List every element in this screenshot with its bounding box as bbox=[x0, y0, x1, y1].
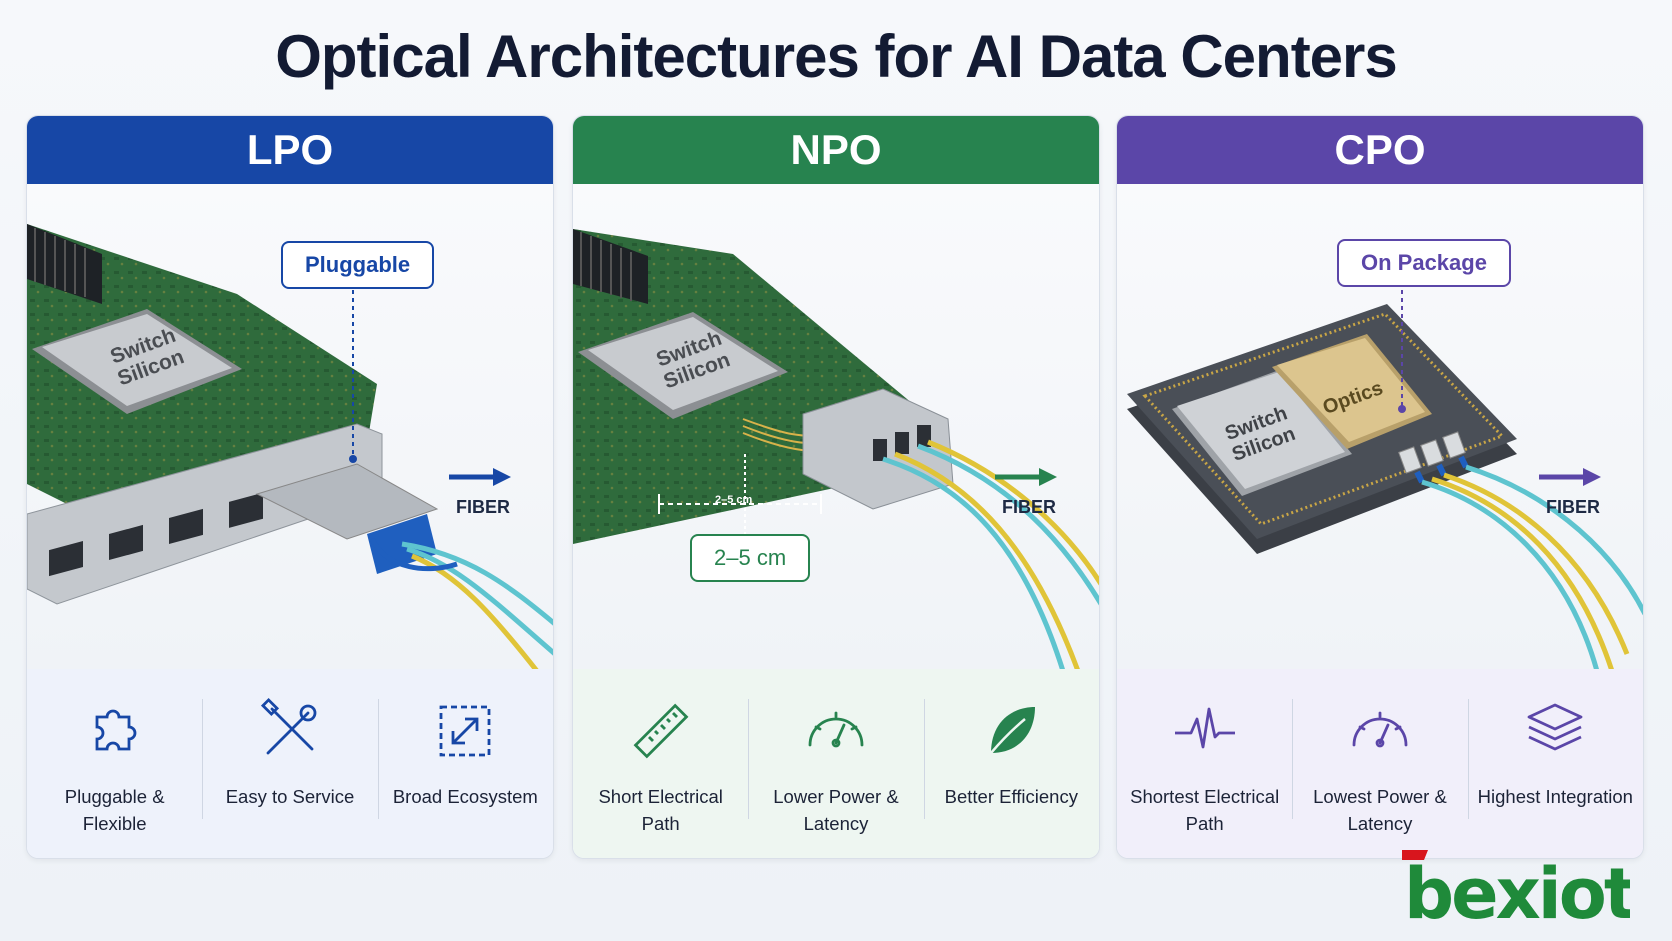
feature-lower-power-latency: Lower Power & Latency bbox=[748, 669, 923, 858]
ruler-icon bbox=[633, 703, 689, 759]
feature-label: Highest Integration bbox=[1477, 786, 1633, 807]
cpo-illustration: On Package Switch Silicon Optics FIBER bbox=[1117, 184, 1643, 671]
feature-label: Lowest Power & Latency bbox=[1313, 786, 1447, 834]
pluggable-callout: Pluggable bbox=[281, 241, 435, 289]
npo-panel: NPO bbox=[572, 115, 1100, 859]
feature-pluggable-flexible: Pluggable & Flexible bbox=[27, 669, 202, 858]
lpo-features: Pluggable & Flexible Easy to Service bbox=[27, 669, 553, 858]
feature-broad-ecosystem: Broad Ecosystem bbox=[377, 669, 553, 858]
layers-icon bbox=[1527, 703, 1583, 751]
cpo-package-graphic bbox=[1127, 282, 1643, 671]
cpo-panel: CPO bbox=[1116, 115, 1644, 859]
logo-text: bexiot bbox=[1404, 853, 1630, 928]
feature-label: Lower Power & Latency bbox=[773, 786, 899, 834]
lpo-illustration: Pluggable Switch Silicon FIBER bbox=[27, 184, 553, 671]
npo-illustration: Switch Silicon 2–5 cm 2–5 cm FIBER bbox=[573, 184, 1099, 671]
gauge-icon bbox=[1352, 711, 1408, 748]
cpo-features: Shortest Electrical Path Lowest Power & … bbox=[1117, 669, 1643, 858]
npo-features: Short Electrical Path Lower Power & Late… bbox=[573, 669, 1099, 858]
feature-highest-integration: Highest Integration bbox=[1467, 669, 1643, 858]
puzzle-icon bbox=[95, 709, 137, 751]
fiber-label: FIBER bbox=[456, 497, 510, 517]
feature-better-efficiency: Better Efficiency bbox=[923, 669, 1099, 858]
page-title: Optical Architectures for AI Data Center… bbox=[275, 23, 1398, 90]
gauge-icon bbox=[808, 711, 864, 748]
feature-label: Easy to Service bbox=[225, 786, 355, 807]
distance-overlay-label: 2–5 cm bbox=[715, 494, 753, 506]
pulse-icon bbox=[1174, 707, 1235, 749]
feature-shortest-electrical-path: Shortest Electrical Path bbox=[1117, 669, 1292, 858]
feature-label: Pluggable & Flexible bbox=[64, 786, 165, 834]
feature-label: Better Efficiency bbox=[944, 786, 1078, 807]
cpo-header: CPO bbox=[1117, 116, 1643, 184]
feature-short-electrical-path: Short Electrical Path bbox=[573, 669, 748, 858]
feature-lowest-power-latency: Lowest Power & Latency bbox=[1292, 669, 1467, 858]
lpo-board-graphic bbox=[27, 224, 553, 671]
feature-label: Shortest Electrical Path bbox=[1130, 786, 1280, 834]
fiber-label: FIBER bbox=[1546, 497, 1600, 517]
bexiot-logo: bexiot bbox=[1402, 850, 1630, 928]
fiber-label: FIBER bbox=[1002, 497, 1056, 517]
lpo-header: LPO bbox=[27, 116, 553, 184]
npo-header: NPO bbox=[573, 116, 1099, 184]
feature-label: Short Electrical Path bbox=[598, 786, 723, 834]
on-package-callout: On Package bbox=[1337, 239, 1511, 287]
leaf-icon bbox=[990, 707, 1036, 754]
distance-callout: 2–5 cm bbox=[690, 534, 811, 582]
expand-arrows-icon bbox=[439, 705, 491, 757]
npo-board-graphic bbox=[573, 229, 1099, 671]
feature-easy-to-service: Easy to Service bbox=[202, 669, 377, 858]
lpo-panel: LPO bbox=[26, 115, 554, 859]
tools-icon bbox=[260, 697, 317, 755]
feature-label: Broad Ecosystem bbox=[392, 786, 538, 807]
